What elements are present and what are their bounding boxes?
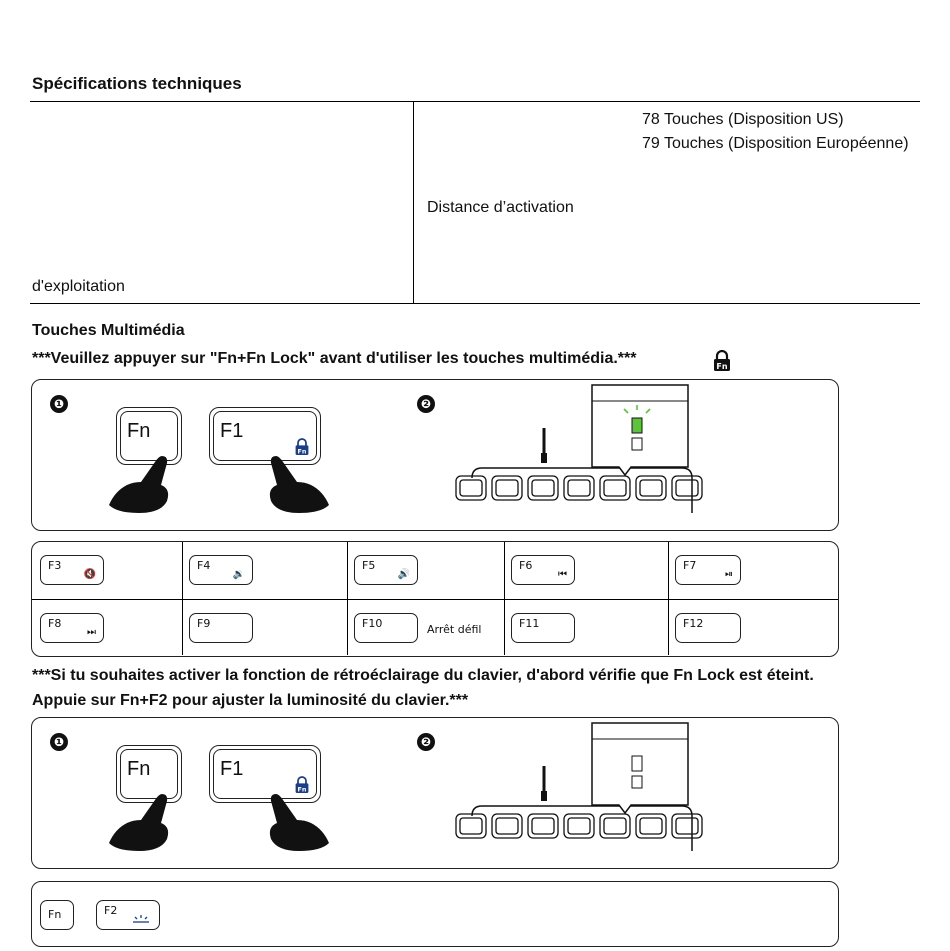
f10-key-label: F10	[362, 617, 383, 630]
grid-col-divider	[182, 542, 183, 655]
table-bottom-border	[30, 303, 920, 304]
f10-key: F10	[354, 613, 418, 643]
fn-lock-instruction-panel: ❶ ❷ Fn F1 Fn	[31, 379, 839, 531]
scroll-lock-label: Arrêt défil	[427, 623, 482, 636]
fn-lock-icon: Fn	[295, 438, 309, 455]
specs-title: Spécifications techniques	[32, 74, 242, 93]
f5-key: F5 🔊	[354, 555, 418, 585]
f9-key: F9	[189, 613, 253, 643]
pointing-hand-icon	[269, 794, 329, 851]
backlight-instruction-panel: ❶ ❷ Fn F1 Fn	[31, 717, 839, 869]
fn-small-key: Fn	[40, 900, 74, 930]
spec-activation-label: Distance d’activation	[427, 199, 574, 216]
backlight-keys-panel: Fn F2	[31, 881, 839, 947]
f9-key-label: F9	[197, 617, 211, 630]
f1-key: F1 Fn	[209, 407, 321, 465]
f3-key-label: F3	[48, 559, 62, 572]
f4-key: F4 🔉	[189, 555, 253, 585]
spec-keys-eu: 79 Touches (Disposition Européenne)	[642, 135, 909, 152]
speaker-mute-icon: 🔇	[83, 569, 96, 580]
grid-row-divider	[32, 599, 838, 600]
grid-col-divider	[347, 542, 348, 655]
grid-col-divider	[668, 542, 669, 655]
grid-col-divider	[504, 542, 505, 655]
backlight-note-line2: Appuie sur Fn+F2 pour ajuster la luminos…	[32, 692, 469, 709]
svg-text:Fn: Fn	[716, 362, 727, 371]
f1-key-label: F1	[220, 420, 244, 442]
pointing-hand-icon	[109, 456, 169, 513]
fn-key-label: Fn	[127, 758, 151, 780]
fn-lock-icon: Fn	[714, 350, 730, 371]
fn-key: Fn	[116, 745, 182, 803]
multimedia-note: ***Veuillez appuyer sur "Fn+Fn Lock" ava…	[32, 350, 637, 367]
backlight-note-line1: ***Si tu souhaites activer la fonction d…	[32, 667, 814, 684]
multimedia-keys-grid: F3 🔇 F4 🔉 F5 🔊 F6 ⏮ F7 ⏯ F8 ⏭ F9 F10 Arr…	[31, 541, 839, 657]
pointing-hand-icon	[269, 456, 329, 513]
svg-text:Fn: Fn	[298, 785, 307, 793]
f4-key-label: F4	[197, 559, 211, 572]
step-1-badge: ❶	[50, 733, 68, 751]
f11-key-label: F11	[519, 617, 540, 630]
f2-key-label: F2	[104, 904, 118, 917]
f12-key: F12	[675, 613, 741, 643]
fn-lock-icon: Fn	[295, 776, 309, 793]
previous-track-icon: ⏮	[558, 569, 567, 580]
f12-key-label: F12	[683, 617, 704, 630]
keyboard-illustration	[455, 384, 703, 513]
step-2-badge: ❷	[417, 395, 435, 413]
f1-key-label: F1	[220, 758, 244, 780]
volume-down-icon: 🔉	[232, 569, 245, 580]
backlight-brightness-icon	[133, 915, 149, 923]
f7-key: F7 ⏯	[675, 555, 741, 585]
table-top-border	[30, 101, 920, 102]
f6-key-label: F6	[519, 559, 533, 572]
fn-key: Fn	[116, 407, 182, 465]
pointing-hand-icon	[109, 794, 169, 851]
f8-key-label: F8	[48, 617, 62, 630]
f3-key: F3 🔇	[40, 555, 104, 585]
table-column-divider	[413, 101, 414, 303]
f7-key-label: F7	[683, 559, 697, 572]
svg-text:Fn: Fn	[298, 447, 307, 455]
fn-key-label: Fn	[127, 420, 151, 442]
f2-key: F2	[96, 900, 160, 930]
f1-key: F1 Fn	[209, 745, 321, 803]
step-2-badge: ❷	[417, 733, 435, 751]
f11-key: F11	[511, 613, 575, 643]
play-pause-icon: ⏯	[725, 569, 733, 580]
volume-up-icon: 🔊	[397, 569, 410, 580]
spec-keys-us: 78 Touches (Disposition US)	[642, 111, 844, 128]
f8-key: F8 ⏭	[40, 613, 104, 643]
spec-operating-label: d'exploitation	[32, 278, 125, 295]
f5-key-label: F5	[362, 559, 376, 572]
step-1-badge: ❶	[50, 395, 68, 413]
fn-small-key-label: Fn	[48, 908, 62, 921]
next-track-icon: ⏭	[87, 627, 96, 638]
keyboard-illustration	[455, 722, 703, 851]
f6-key: F6 ⏮	[511, 555, 575, 585]
multimedia-title: Touches Multimédia	[32, 322, 185, 339]
